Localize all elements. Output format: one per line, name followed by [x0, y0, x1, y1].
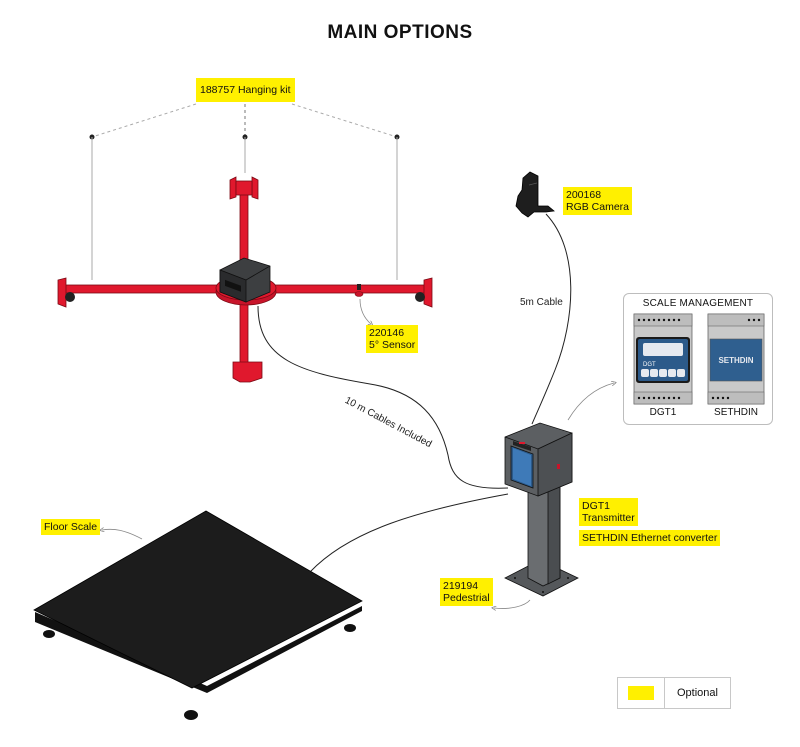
pedestal-pointer — [494, 599, 531, 609]
floor-scale-pointer — [102, 529, 143, 540]
dgt1-module-label: DGT1 — [649, 407, 677, 418]
legend: Optional — [617, 677, 731, 709]
cable-10m — [257, 305, 509, 489]
cross-frame-icon — [57, 176, 433, 383]
page-title: MAIN OPTIONS — [327, 22, 473, 43]
cable-5m — [531, 213, 572, 425]
management-pointer — [567, 383, 614, 421]
sethdin-converter-tag: SETHDIN Ethernet converter — [579, 530, 721, 546]
camera-name: RGB Camera — [566, 201, 630, 213]
camera-code: 200168 — [566, 189, 602, 201]
legend-optional-label: Optional — [677, 687, 718, 699]
pedestal-tag: 219194 Pedestrial — [440, 578, 493, 606]
camera-icon — [515, 171, 555, 218]
pedestal-name: Pedestrial — [443, 592, 490, 604]
cable-floor-scale — [309, 493, 509, 573]
floor-scale-tag: Floor Scale — [41, 519, 101, 535]
scale-management-title: SCALE MANAGEMENT — [642, 298, 754, 309]
sensor-pointer — [359, 298, 371, 324]
din-modules: DGT SETHDIN — [633, 313, 765, 405]
cable-5m-label: 5m Cable — [520, 297, 563, 308]
dgt1-module-icon: DGT — [633, 313, 693, 405]
scale-management-panel: SCALE MANAGEMENT DGT — [623, 293, 773, 425]
enclosure-icon — [504, 422, 573, 497]
transmitter-code: DGT1 — [582, 500, 611, 512]
sensor-tag: 220146 5° Sensor — [366, 325, 419, 353]
sethdin-converter-label: SETHDIN Ethernet converter — [582, 532, 718, 544]
sensor-code: 220146 — [369, 327, 405, 339]
sethdin-module-icon: SETHDIN — [707, 313, 765, 405]
pedestal-code: 219194 — [443, 580, 479, 592]
dgt1-screen-text: DGT — [643, 362, 656, 368]
optional-swatch — [628, 686, 654, 700]
sensor-name: 5° Sensor — [369, 339, 416, 351]
transmitter-tag: DGT1 Transmitter — [579, 498, 638, 526]
floor-scale-icon — [33, 510, 363, 720]
sethdin-screen-text: SETHDIN — [718, 356, 753, 365]
floor-scale-label: Floor Scale — [44, 521, 98, 533]
hanging-kit-tag: 188757 Hanging kit — [196, 78, 295, 102]
sethdin-module-label: SETHDIN — [714, 407, 758, 418]
transmitter-name: Transmitter — [582, 512, 635, 524]
pedestal-icon — [504, 473, 579, 597]
camera-tag: 200168 RGB Camera — [563, 187, 633, 215]
hanging-kit-lines — [89, 103, 400, 280]
hanging-kit-label: 188757 Hanging kit — [200, 84, 291, 96]
legend-swatch-cell — [618, 678, 665, 708]
